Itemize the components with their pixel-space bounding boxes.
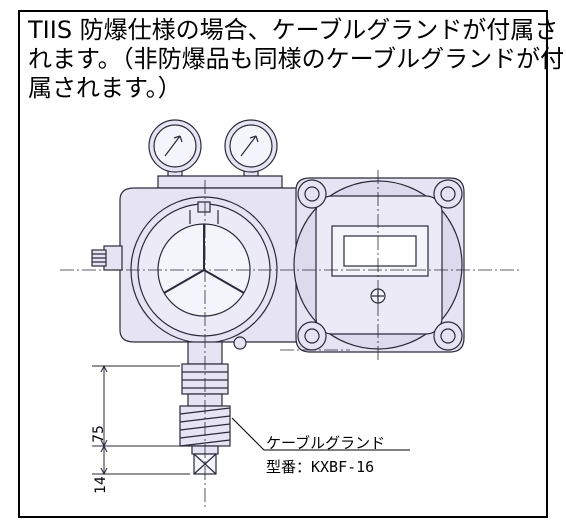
terminal-box: [293, 177, 465, 353]
dimension-lines: [92, 364, 190, 476]
gauge-manifold: [157, 175, 283, 189]
caption-line-2: れます。（非防爆品も同様のケーブルグランドが付: [28, 45, 565, 73]
caption-line-3: 属されます。）: [28, 74, 182, 102]
bolt: [233, 336, 247, 350]
dimension-75: 75: [90, 425, 107, 443]
positioner-drawing: [60, 119, 520, 510]
cable-gland-model: 型番：KXBF-16: [266, 458, 375, 476]
center-lines: [60, 170, 520, 510]
cable-gland-label: ケーブルグランド: [266, 434, 386, 452]
pressure-gauge-left: [148, 119, 202, 177]
figure-caption: TIIS 防爆仕様の場合、ケーブルグランドが付属さ れます。（非防爆品も同様のケ…: [28, 16, 565, 103]
caption-line-1: TIIS 防爆仕様の場合、ケーブルグランドが付属さ: [28, 16, 559, 44]
dimension-14: 14: [92, 476, 109, 494]
side-fitting: [91, 245, 123, 271]
pressure-gauge-right: [224, 119, 278, 177]
callout-leader: [231, 417, 410, 451]
